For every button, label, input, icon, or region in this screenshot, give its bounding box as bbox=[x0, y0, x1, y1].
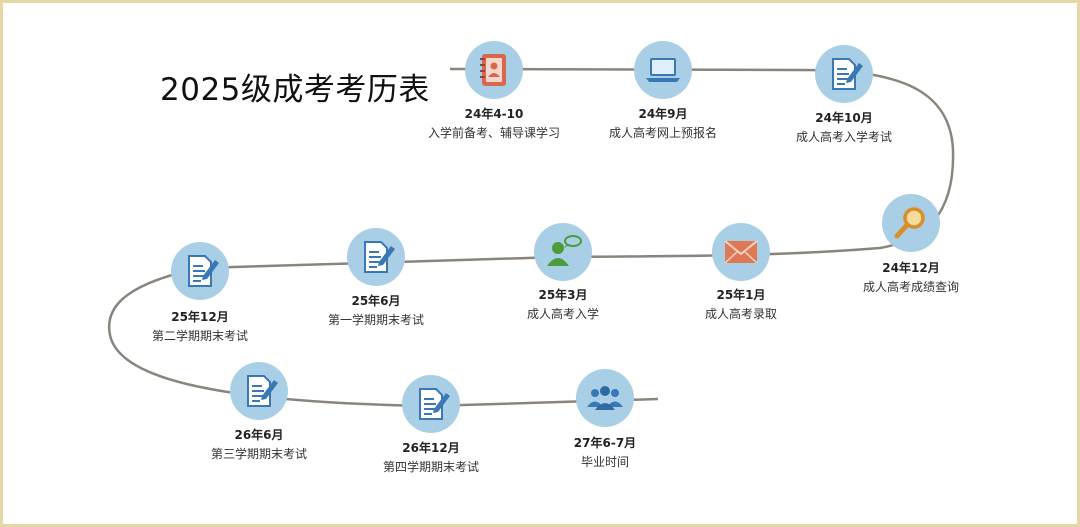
milestone-date: 26年12月 bbox=[402, 441, 460, 455]
milestone-7: 25年6月 第一学期期末考试 bbox=[328, 228, 424, 327]
milestone-11: 27年6-7月 毕业时间 bbox=[574, 369, 636, 469]
milestone-desc: 毕业时间 bbox=[580, 455, 629, 469]
milestone-date: 27年6-7月 bbox=[573, 436, 637, 450]
exam-paper-icon bbox=[402, 375, 460, 433]
milestone-desc: 成人高考入学 bbox=[526, 307, 599, 321]
milestone-desc: 第一学期期末考试 bbox=[327, 313, 424, 327]
envelope-icon bbox=[712, 223, 770, 281]
milestone-desc: 成人高考录取 bbox=[704, 307, 777, 321]
exam-paper-icon bbox=[347, 228, 405, 286]
milestone-6: 25年3月 成人高考入学 bbox=[527, 223, 599, 321]
page-title: 2025级成考考历表 bbox=[160, 72, 430, 108]
milestone-5: 25年1月 成人高考录取 bbox=[705, 223, 777, 321]
person-chat-icon bbox=[534, 223, 592, 281]
magnifier-icon bbox=[882, 194, 940, 252]
milestone-desc: 第二学期期末考试 bbox=[151, 329, 248, 343]
milestone-date: 24年12月 bbox=[882, 261, 940, 275]
milestone-desc: 入学前备考、辅导课学习 bbox=[427, 126, 560, 140]
milestone-desc: 成人高考网上预报名 bbox=[608, 126, 717, 140]
exam-paper-icon bbox=[230, 362, 288, 420]
milestone-date: 24年10月 bbox=[815, 111, 873, 125]
milestone-1: 24年4-10 入学前备考、辅导课学习 bbox=[428, 41, 560, 140]
milestone-desc: 成人高考入学考试 bbox=[795, 130, 892, 144]
group-people-icon bbox=[576, 369, 634, 427]
milestone-date: 25年1月 bbox=[716, 288, 766, 302]
milestone-date: 25年3月 bbox=[538, 288, 588, 302]
milestone-10: 26年12月 第四学期期末考试 bbox=[383, 375, 479, 474]
laptop-icon bbox=[634, 41, 692, 99]
milestone-8: 25年12月 第二学期期末考试 bbox=[152, 242, 248, 343]
milestone-date: 26年6月 bbox=[234, 428, 284, 442]
milestone-date: 24年9月 bbox=[638, 107, 688, 121]
exam-paper-icon bbox=[171, 242, 229, 300]
milestone-date: 25年6月 bbox=[351, 294, 401, 308]
contact-book-icon bbox=[465, 41, 523, 99]
milestone-desc: 第四学期期末考试 bbox=[382, 460, 479, 474]
milestone-desc: 第三学期期末考试 bbox=[210, 447, 307, 461]
milestone-desc: 成人高考成绩查询 bbox=[862, 280, 959, 294]
exam-paper-icon bbox=[815, 45, 873, 103]
milestone-2: 24年9月 成人高考网上预报名 bbox=[609, 41, 717, 140]
milestone-date: 25年12月 bbox=[171, 310, 229, 324]
milestone-9: 26年6月 第三学期期末考试 bbox=[211, 362, 307, 461]
milestone-date: 24年4-10 bbox=[464, 107, 524, 121]
milestone-4: 24年12月 成人高考成绩查询 bbox=[863, 194, 959, 294]
milestone-3: 24年10月 成人高考入学考试 bbox=[796, 45, 892, 144]
